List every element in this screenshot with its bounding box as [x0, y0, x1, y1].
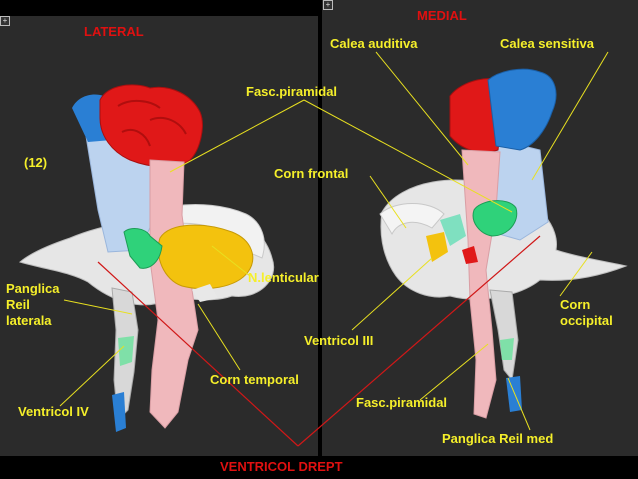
label-fasc-piramidal-bottom: Fasc.piramidal	[356, 395, 448, 410]
medial-brain-model	[379, 68, 628, 419]
medial-heading: MEDIAL	[417, 8, 467, 23]
red-leader-lines	[97, 235, 541, 447]
yellow-leader-lines	[59, 51, 609, 431]
label-calea-auditiva: Calea auditiva	[330, 36, 418, 51]
medial-blue-bottom	[506, 376, 522, 412]
lateral-blue-bottom	[112, 392, 126, 432]
label-calea-sensitiva: Calea sensitiva	[500, 36, 594, 51]
lateral-heading: LATERAL	[84, 24, 144, 39]
lateral-brain-model	[18, 84, 275, 432]
lateral-green-structure	[123, 228, 163, 269]
label-ventricol-iv: Ventricol IV	[18, 404, 89, 419]
label-corn-frontal: Corn frontal	[274, 166, 349, 181]
label-fasc-piramidal-top: Fasc.piramidal	[246, 84, 338, 99]
medial-green-structure	[472, 200, 518, 237]
medial-blue-structure	[487, 68, 557, 151]
left-panel-corner-icon: +	[0, 16, 10, 26]
label-corn-temporal: Corn temporal	[210, 372, 299, 387]
figure-number: (12)	[24, 155, 48, 170]
label-ventricol-drept: VENTRICOL DREPT	[220, 459, 343, 474]
label-corn-occipital: Corn occipital	[560, 297, 613, 328]
label-panglica-reil-med: Panglica Reil med	[442, 431, 554, 446]
label-panglica-reil-laterala: Panglica Reil laterala	[6, 281, 60, 328]
lateral-red-structure	[99, 84, 203, 168]
lateral-yellow-nucleus	[157, 224, 254, 290]
lateral-pink-tract	[149, 159, 199, 429]
label-ventricol-iii: Ventricol III	[304, 333, 374, 348]
label-n-lenticular: N.lenticular	[248, 270, 319, 285]
right-panel-corner-icon: +	[323, 0, 333, 10]
medial-yellow-nucleus	[426, 232, 448, 262]
medial-white-fold	[379, 203, 445, 236]
